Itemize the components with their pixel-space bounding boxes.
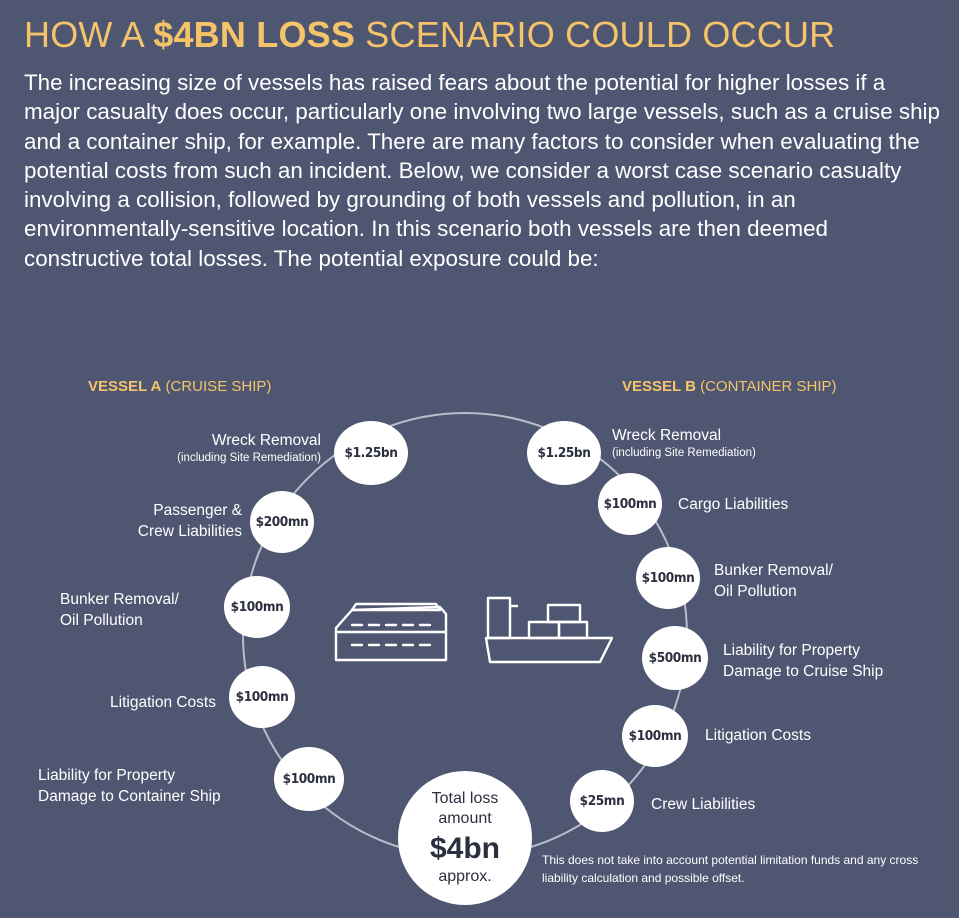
total-line2: amount (438, 810, 492, 827)
label-b-property-damage: Liability for Property Damage to Cruise … (723, 642, 884, 680)
container-ship-icon (484, 596, 614, 664)
page-title: HOW A $4BN LOSS SCENARIO COULD OCCUR (24, 14, 836, 55)
label-b-crew: Crew Liabilities (651, 796, 756, 813)
total-value: $4bn (429, 832, 501, 865)
label-b-bunker-removal: Bunker Removal/ Oil Pollution (714, 562, 833, 600)
amount-a-litigation: $100mn (229, 666, 295, 728)
amount-a-wreck-removal: $1.25bn (334, 421, 408, 485)
label-a-wreck-removal: Wreck Removal(including Site Remediation… (177, 432, 321, 464)
total-line3: approx. (438, 868, 492, 885)
label-b-cargo: Cargo Liabilities (678, 496, 789, 513)
intro-paragraph: The increasing size of vessels has raise… (24, 70, 940, 271)
amount-a-property-damage: $100mn (274, 747, 344, 811)
label-a-property-damage: Liability for Property Damage to Contain… (38, 767, 221, 805)
vessel-a-heading: VESSEL A (CRUISE SHIP) (88, 378, 272, 395)
label-a-litigation: Litigation Costs (110, 694, 216, 711)
cruise-ship-icon (334, 602, 448, 662)
label-b-litigation: Litigation Costs (705, 727, 811, 744)
total-line1: Total loss (431, 790, 499, 807)
amount-b-cargo: $100mn (598, 473, 662, 535)
vessel-b-heading: VESSEL B (CONTAINER SHIP) (622, 378, 837, 395)
label-a-passenger-crew: Passenger & Crew Liabilities (137, 502, 242, 540)
amount-b-bunker-removal: $100mn (636, 547, 700, 609)
amount-a-bunker-removal: $100mn (224, 576, 290, 638)
amount-b-crew: $25mn (570, 770, 634, 832)
label-b-wreck-removal: Wreck Removal(including Site Remediation… (612, 427, 756, 459)
amount-b-litigation: $100mn (622, 705, 688, 767)
amount-b-property-damage: $500mn (642, 626, 708, 690)
total-loss-circle: Total loss amount $4bn approx. (398, 771, 532, 905)
amount-a-passenger-crew: $200mn (250, 491, 314, 553)
amount-b-wreck-removal: $1.25bn (527, 421, 601, 485)
footnote: This does not take into account potentia… (542, 853, 919, 885)
label-a-bunker-removal: Bunker Removal/ Oil Pollution (60, 591, 179, 629)
